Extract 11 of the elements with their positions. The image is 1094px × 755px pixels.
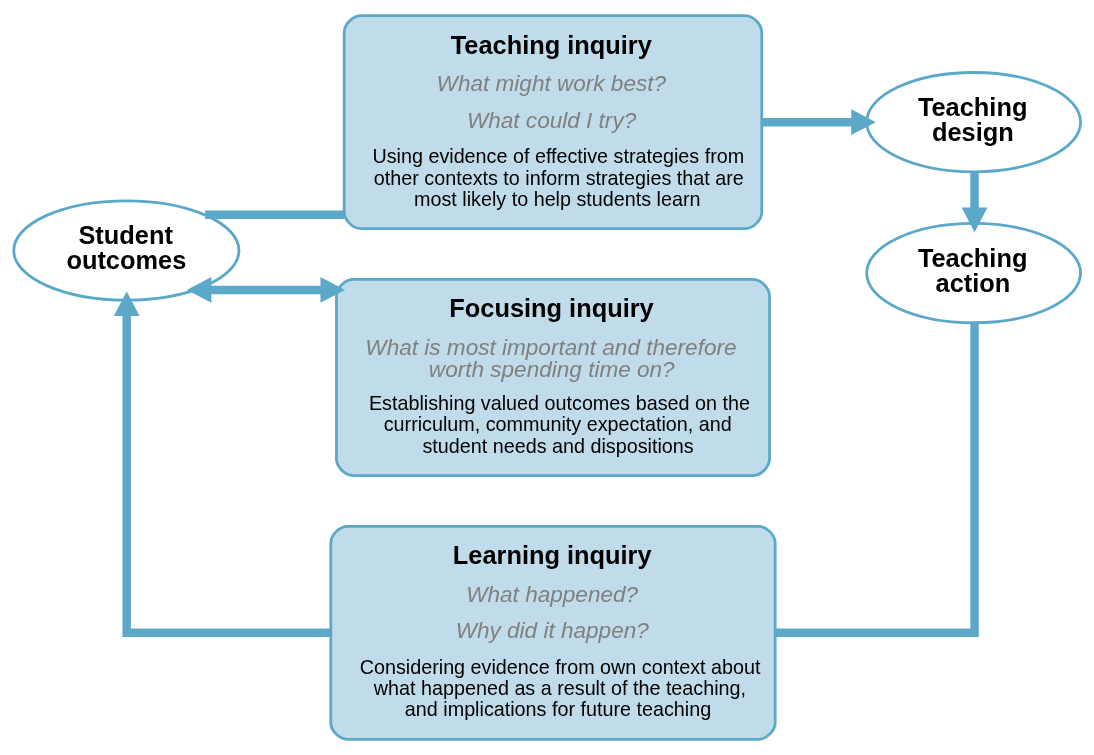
node-ellipse: Teaching design — [865, 71, 1082, 174]
node-ellipse: Teaching action — [865, 222, 1082, 325]
node-box: Focusing inquiry What is most important and therefore worth spending time on? Establishing valued outcomes based on the curriculum, community expectation, and student needs and dispositions — [335, 278, 771, 477]
connector — [205, 210, 345, 219]
connector — [775, 323, 979, 638]
node-box: Teaching inquiry What might work best? What could I try? Using evidence of effective strategies from other contexts to inform strategies that are most likely to help students learn — [342, 14, 764, 231]
arrow — [961, 172, 988, 233]
arrow — [113, 291, 331, 638]
arrow — [186, 277, 346, 303]
node-box: Learning inquiry What happened? Why did it happen? Considering evidence from own context about what happened as a result of the teaching, and implications for future teaching — [329, 524, 777, 741]
arrow — [762, 109, 876, 136]
